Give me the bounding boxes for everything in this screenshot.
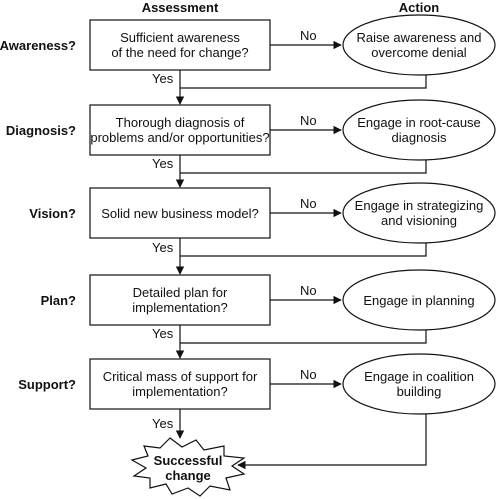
yes-label-plan: Yes [152,326,174,341]
successful-change-label: Successful change [138,453,238,483]
action-text-line: Engage in coalition [364,369,474,384]
action-text-line: Engage in planning [363,293,475,308]
outcome-text-line: change [165,468,211,483]
action-text-line: Engage in strategizing [354,198,484,213]
action-text-line: building [396,384,442,399]
no-label-support: No [300,367,317,382]
assessment-box-vision [89,187,271,239]
action-ellipse-vision [342,182,496,244]
successful-change-starburst [130,437,246,497]
assessment-text-line: Detailed plan for [132,285,228,300]
stage-label-diagnosis: Diagnosis? [5,123,76,138]
assessment-text-line: Sufficient awareness [120,30,240,45]
action-text-awareness: Raise awareness and overcome denial [343,30,495,60]
no-label-awareness: No [300,28,317,43]
action-ellipse-diagnosis [342,99,496,161]
action-text-line: and visioning [381,213,457,228]
yes-label-diagnosis: Yes [152,156,174,171]
no-label-diagnosis: No [300,113,317,128]
assessment-text-support: Critical mass of support for implementat… [90,369,270,399]
assessment-box-plan [89,274,271,326]
assessment-text-line: implementation? [132,300,228,315]
action-text-support: Engage in coalition building [343,369,495,399]
stage-label-support: Support? [18,377,76,392]
assessment-text-line: Critical mass of support for [102,369,258,384]
stage-label-awareness: Awareness? [0,38,76,53]
action-text-vision: Engage in strategizing and visioning [343,198,495,228]
action-text-diagnosis: Engage in root-cause diagnosis [343,115,495,145]
assessment-text-awareness: Sufficient awareness of the need for cha… [90,30,270,60]
assessment-text-vision: Solid new business model? [90,206,270,221]
return-path-support [237,414,427,470]
assessment-text-line: Thorough diagnosis of [115,115,245,130]
yes-label-support: Yes [152,416,174,431]
action-ellipse-plan [342,269,496,331]
assessment-column-header: Assessment [141,0,219,15]
stage-label-plan: Plan? [40,293,76,308]
action-text-plan: Engage in planning [343,293,495,308]
assessment-text-line: of the need for change? [111,45,249,60]
action-text-line: overcome denial [371,45,467,60]
action-ellipse-awareness [342,14,496,76]
assessment-text-line: Solid new business model? [101,206,259,221]
stage-label-vision: Vision? [29,206,76,221]
action-text-line: Raise awareness and [356,30,482,45]
return-path-diagnosis [180,160,427,174]
return-path-plan [180,330,427,344]
assessment-box-diagnosis [89,104,271,156]
no-label-vision: No [300,196,317,211]
assessment-box-awareness [89,19,271,71]
action-column-header: Action [398,0,440,15]
assessment-text-line: implementation? [132,384,228,399]
assessment-text-plan: Detailed plan for implementation? [90,285,270,315]
no-label-plan: No [300,283,317,298]
action-text-line: Engage in root-cause [357,115,481,130]
return-path-vision [180,243,427,257]
action-text-line: diagnosis [391,130,447,145]
assessment-text-diagnosis: Thorough diagnosis of problems and/or op… [90,115,270,145]
action-ellipse-support [342,353,496,415]
assessment-text-line: problems and/or opportunities? [90,130,270,145]
yes-label-awareness: Yes [152,71,174,86]
return-path-awareness [180,75,427,89]
yes-label-vision: Yes [152,240,174,255]
outcome-text-line: Successful [153,453,223,468]
